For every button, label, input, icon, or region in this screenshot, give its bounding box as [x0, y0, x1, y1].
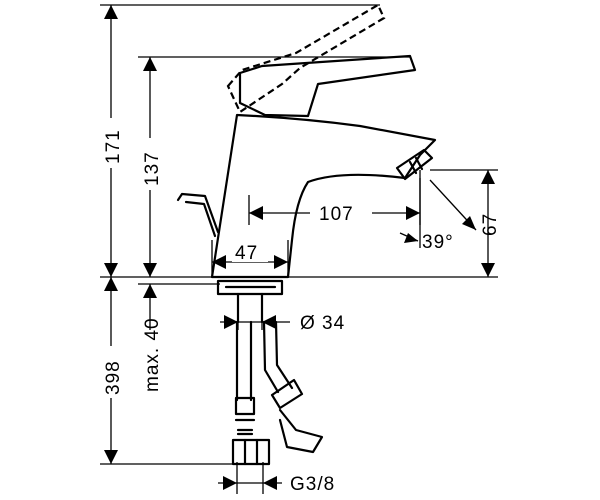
dimension-max-thickness: max. 40 — [138, 283, 220, 392]
dimension-body-diameter: 47 — [211, 240, 289, 278]
dimension-hose-length: 398 — [100, 277, 238, 465]
hose-left — [235, 320, 253, 402]
dimension-spout-height: 137 — [138, 56, 410, 277]
dimension-aerator-clearance: 67 — [430, 169, 501, 277]
dim-body-diameter-label: 47 — [235, 243, 258, 264]
dim-hole-diameter-label: Ø 34 — [300, 313, 345, 334]
dimension-spout-angle: 39° — [399, 178, 477, 253]
drain-rod — [176, 192, 220, 234]
aerator — [395, 148, 434, 181]
dim-spout-reach-label: 107 — [319, 204, 354, 225]
dim-spout-height-label: 137 — [142, 151, 163, 186]
dimension-total-height: 171 — [100, 4, 380, 277]
dim-spout-angle-label: 39° — [422, 232, 454, 253]
lever-handle-raised — [226, 3, 386, 114]
dim-connection-thread-label: G3/8 — [290, 474, 335, 495]
dim-hose-length-label: 398 — [103, 360, 124, 395]
dimension-connection-thread: G3/8 — [218, 462, 335, 495]
dim-total-height-label: 171 — [103, 129, 124, 164]
mounting-nut — [216, 279, 284, 296]
hose-right — [262, 320, 294, 394]
faucet-body — [100, 3, 498, 279]
dim-aerator-clearance-label: 67 — [480, 213, 501, 236]
lever-handle — [238, 54, 417, 118]
mounting-assembly — [216, 279, 324, 466]
dimension-spout-reach: 107 — [248, 170, 421, 225]
dimension-hole-diameter: Ø 34 — [220, 300, 345, 334]
dim-max-thickness-label: max. 40 — [142, 317, 163, 392]
hose-nut-left — [231, 438, 271, 466]
